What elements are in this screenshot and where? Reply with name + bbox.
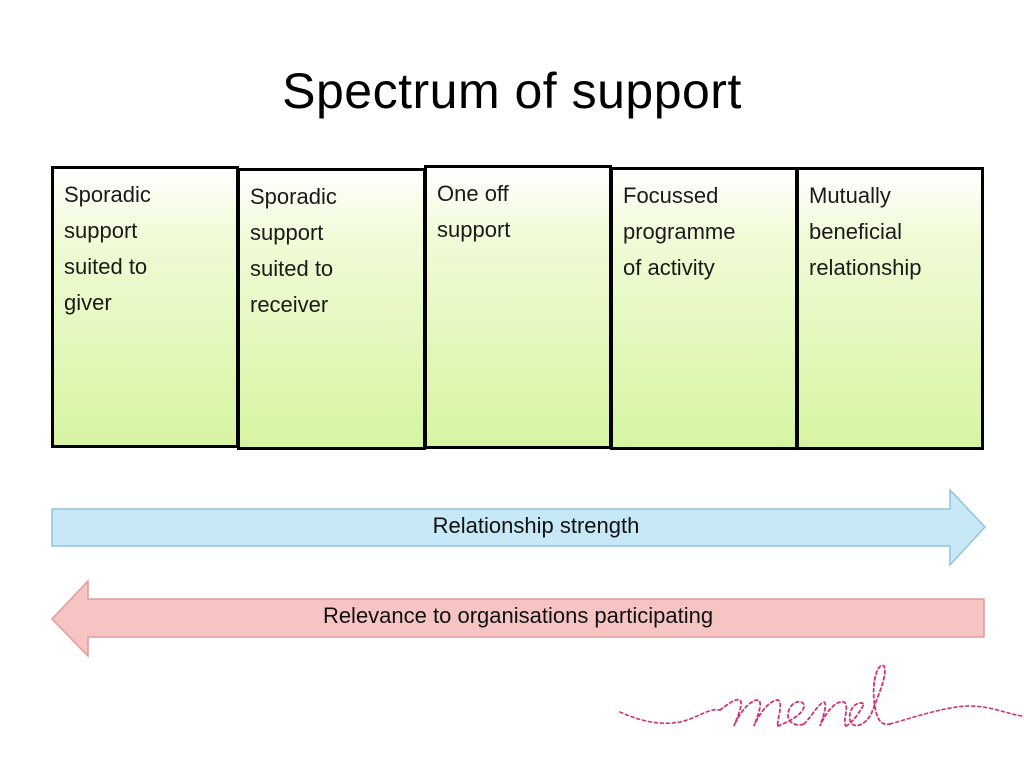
mend-logo-icon: [619, 664, 1023, 727]
stage-label: Sporadic support suited to receiver: [250, 184, 337, 317]
stage-box-5: Mutually beneficial relationship: [796, 167, 984, 450]
slide-title: Spectrum of support: [282, 63, 742, 119]
right-arrow-shape: [51, 488, 987, 567]
stage-box-1: Sporadic support suited to giver: [51, 166, 239, 448]
stage-box-3: One off support: [424, 165, 612, 449]
relationship-strength-label: Relationship strength: [432, 513, 640, 538]
stage-box-4: Focussed programme of activity: [610, 167, 798, 450]
stage-label: Focussed programme of activity: [623, 183, 736, 280]
stage-label: Sporadic support suited to giver: [64, 182, 151, 315]
stage-label: One off support: [437, 181, 511, 242]
left-arrow-shape: [50, 579, 985, 658]
relevance-label: Relevance to organisations participating: [322, 603, 714, 628]
stage-label: Mutually beneficial relationship: [809, 183, 922, 280]
